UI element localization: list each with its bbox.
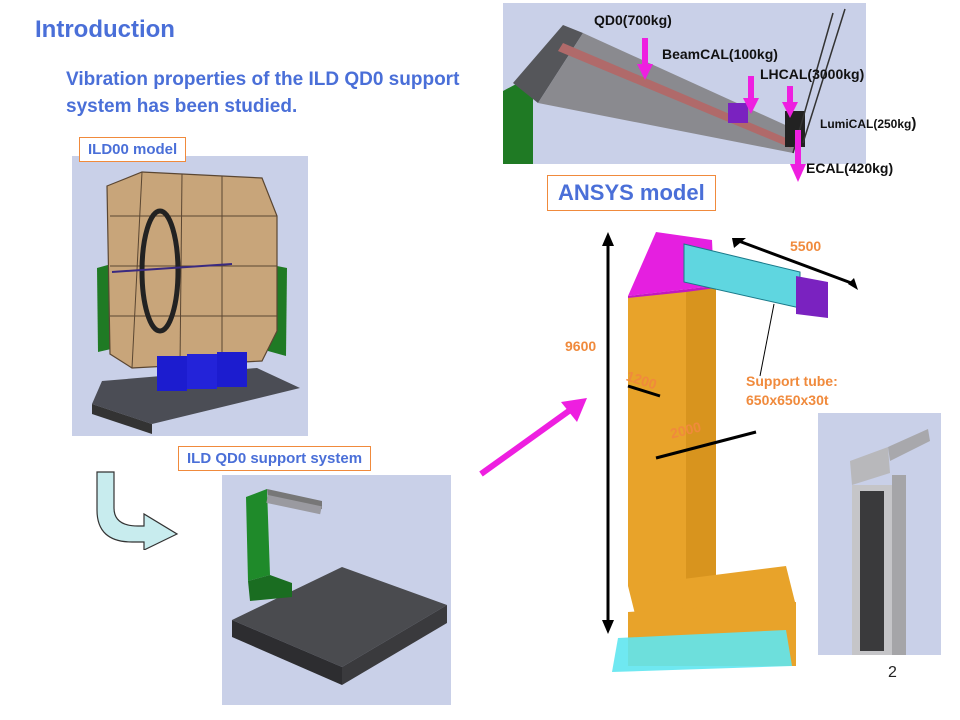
ansys-model-image xyxy=(602,232,858,672)
ansys-model-label: ANSYS model xyxy=(547,175,716,211)
page-number: 2 xyxy=(888,664,897,681)
diagonal-magenta-arrow-icon xyxy=(475,392,595,482)
slide-subtitle: Vibration properties of the ILD QD0 supp… xyxy=(66,69,460,117)
support-structure-detail-image xyxy=(818,413,941,655)
dim-height-9600: 9600 xyxy=(565,338,597,354)
slide-title: Introduction xyxy=(35,16,175,43)
force-arrows-overlay xyxy=(637,38,806,182)
ild00-model-image xyxy=(72,156,308,436)
qd0-support-system-image xyxy=(222,475,451,705)
qd0-support-label: ILD QD0 support system xyxy=(178,446,372,471)
qd0-weight-label: QD0(700kg) xyxy=(594,12,672,28)
ild00-model-label: ILD00 model xyxy=(79,137,187,162)
lhcal-weight-label: LHCAL(3000kg) xyxy=(760,66,865,82)
support-tube-caption: Support tube: 650x650x30t xyxy=(746,372,838,410)
ecal-weight-label: ECAL(420kg) xyxy=(806,160,894,176)
beamcal-weight-label: BeamCAL(100kg) xyxy=(662,46,778,62)
lumical-weight-label: LumiCAL(250kg) xyxy=(820,115,917,132)
support-tube-title: Support tube: xyxy=(746,373,838,389)
support-tube-dimensions: 650x650x30t xyxy=(746,392,829,408)
curved-down-right-arrow-icon xyxy=(92,470,182,550)
dim-length-5500: 5500 xyxy=(790,238,822,254)
beamline-render-image xyxy=(503,3,866,164)
